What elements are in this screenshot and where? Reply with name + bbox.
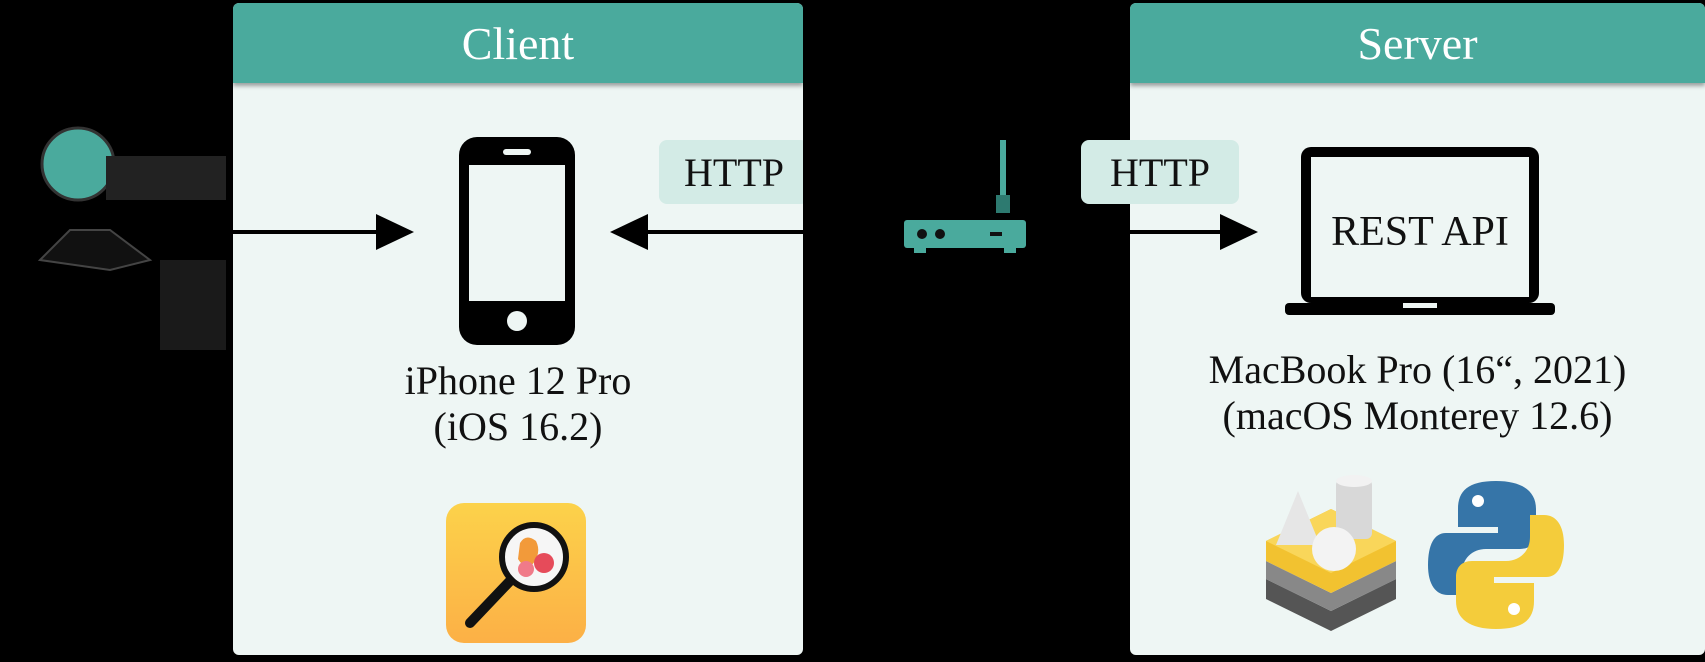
- python-icon: [1428, 481, 1564, 629]
- client-title: Client: [233, 3, 803, 83]
- user-icon: [37, 126, 226, 350]
- client-device-model: iPhone 12 Pro: [404, 358, 632, 403]
- fruit-search-app-icon: [446, 503, 586, 643]
- laptop-icon: [1285, 147, 1555, 315]
- user-to-phone-arrow: [150, 214, 414, 250]
- client-device-label: iPhone 12 Pro (iOS 16.2): [343, 358, 693, 450]
- wifi-router-icon: [904, 140, 1026, 253]
- smartphone-icon: [459, 137, 575, 345]
- coreml-icon: [1266, 475, 1396, 631]
- server-device-os: (macOS Monterey 12.6): [1222, 393, 1613, 438]
- server-http-tag: HTTP: [1081, 140, 1239, 204]
- server-panel: Server REST API MacBook Pro (16“, 2021) …: [1130, 3, 1705, 655]
- client-panel: Client iPhone 12 Pro (iOS 16.2) HTTP: [233, 3, 803, 655]
- rest-api-label: REST API: [1331, 209, 1509, 255]
- server-device-model: MacBook Pro (16“, 2021): [1208, 347, 1627, 392]
- client-http-tag: HTTP: [659, 140, 803, 204]
- server-device-label: MacBook Pro (16“, 2021) (macOS Monterey …: [1150, 347, 1685, 439]
- router-to-laptop-arrow: [1130, 214, 1258, 250]
- server-title: Server: [1130, 3, 1705, 83]
- client-device-os: (iOS 16.2): [433, 404, 603, 449]
- router-to-phone-arrow: [610, 214, 808, 250]
